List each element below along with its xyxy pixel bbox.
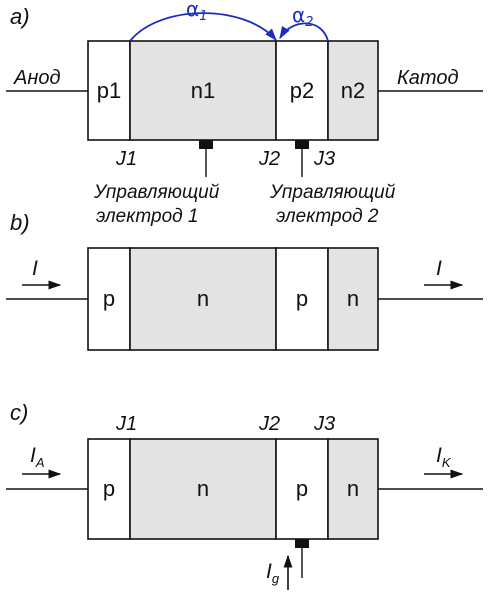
region-b-n2 xyxy=(327,247,379,351)
junction-j3-label: J3 xyxy=(313,148,335,170)
gate2-label-line1: Управляющий xyxy=(269,182,396,203)
region-n1 xyxy=(129,40,277,141)
region-b-p1 xyxy=(87,247,131,351)
region-b-p1-label: p xyxy=(103,286,115,311)
anode-current-label: IA xyxy=(30,444,45,470)
region-c-p1-label: p xyxy=(103,476,115,501)
gate1-label-line2: электрод 1 xyxy=(96,206,199,227)
region-b-p2-label: p xyxy=(296,286,308,311)
panel-c-junction-j1-label: J1 xyxy=(115,413,137,435)
panel-c: c) J1 J2 J3 p n p n IA IK Ig xyxy=(6,400,483,590)
cathode-current-label: IK xyxy=(436,444,452,470)
panel-c-junction-j2-label: J2 xyxy=(258,413,280,435)
panel-a: a) p1 n1 p2 n2 Анод Катод α1 α2 J1 J2 J3… xyxy=(6,0,483,227)
junction-j1-label: J1 xyxy=(115,148,137,170)
gate-current-label: Ig xyxy=(266,560,280,586)
gate2-contact xyxy=(295,140,309,149)
cathode-label: Катод xyxy=(397,67,459,89)
region-c-n1 xyxy=(129,438,277,540)
region-p2-label: p2 xyxy=(290,78,314,103)
panel-b: b) p n p n I I xyxy=(6,210,483,351)
region-c-p1 xyxy=(87,438,131,540)
region-b-p2 xyxy=(275,247,329,351)
region-b-n1 xyxy=(129,247,277,351)
gate-contact xyxy=(295,539,309,548)
region-c-p2-label: p xyxy=(296,476,308,501)
region-b-n1-label: n xyxy=(197,286,209,311)
gate1-contact xyxy=(199,140,213,149)
region-p1-label: p1 xyxy=(97,78,121,103)
alpha2-arc xyxy=(279,22,329,42)
panel-c-label: c) xyxy=(10,400,28,425)
region-c-n2-label: n xyxy=(347,476,359,501)
region-n2-label: n2 xyxy=(341,78,365,103)
region-c-n1-label: n xyxy=(197,476,209,501)
junction-j2-label: J2 xyxy=(258,148,280,170)
gate1-label-line1: Управляющий xyxy=(93,182,220,203)
panel-a-label: a) xyxy=(10,4,30,29)
gate2-label-line2: электрод 2 xyxy=(276,206,379,227)
region-c-n2 xyxy=(327,438,379,540)
alpha1-label: α1 xyxy=(186,0,207,24)
alpha1-arc xyxy=(129,12,277,42)
panel-b-current-out-label: I xyxy=(436,257,442,280)
panel-b-label: b) xyxy=(10,210,30,235)
anode-label: Анод xyxy=(13,67,61,89)
alpha2-label: α2 xyxy=(292,3,313,30)
panel-c-junction-j3-label: J3 xyxy=(313,413,335,435)
region-n1-label: n1 xyxy=(191,78,215,103)
panel-b-current-in-label: I xyxy=(32,257,38,280)
region-b-n2-label: n xyxy=(347,286,359,311)
